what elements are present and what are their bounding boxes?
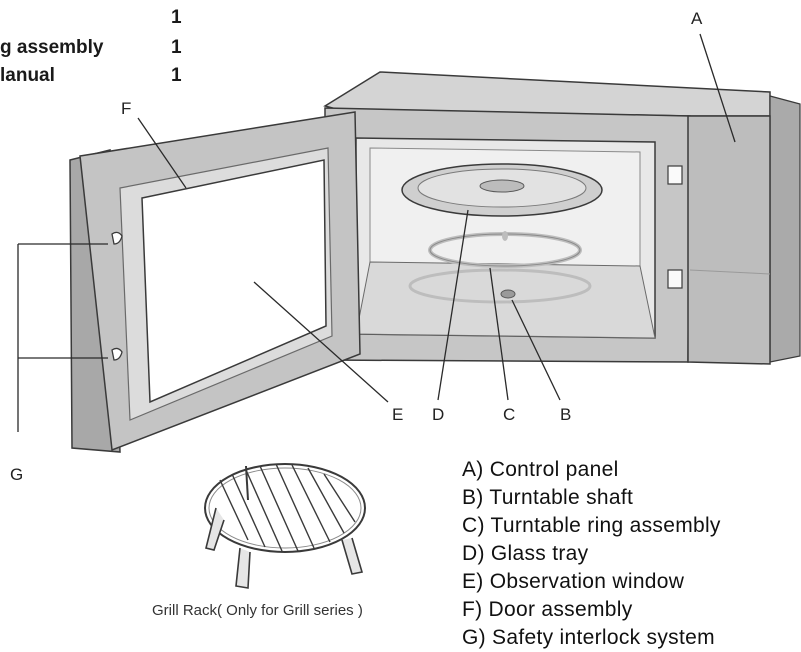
- interlock-hook-upper-icon: [111, 231, 123, 245]
- interlock-slot-upper: [667, 165, 683, 185]
- legend-item-e: E) Observation window: [462, 570, 685, 593]
- callout-d: D: [432, 405, 445, 424]
- leader-c: [489, 267, 509, 401]
- leader-d: [437, 209, 469, 401]
- legend-item-a: A) Control panel: [462, 458, 619, 481]
- grill-rack-caption: Grill Rack( Only for Grill series ): [152, 602, 363, 619]
- callout-a: A: [691, 9, 703, 28]
- callout-f: F: [121, 99, 132, 118]
- legend-item-b: B) Turntable shaft: [462, 486, 634, 509]
- grill-rack: [204, 463, 366, 589]
- parts-list-item-2-name: g assembly: [0, 37, 104, 58]
- parts-list-item-3-name: lanual: [0, 65, 55, 86]
- leader-lines: [17, 33, 736, 432]
- observation-window: [141, 159, 327, 404]
- legend-item-f: F) Door assembly: [462, 598, 633, 621]
- interlock-slot-lower: [667, 269, 683, 289]
- parts-list-item-2-qty: 1: [171, 37, 182, 58]
- callout-b: B: [560, 405, 572, 424]
- control-panel: [687, 115, 771, 365]
- leader-e: [253, 281, 389, 403]
- interlock-hook-lower-icon: [111, 347, 123, 361]
- parts-legend: A) Control panel B) Turntable shaft C) T…: [462, 456, 721, 652]
- glass-tray: [401, 163, 603, 217]
- callout-g: G: [10, 465, 24, 484]
- legend-item-d: D) Glass tray: [462, 542, 589, 565]
- legend-item-g: G) Safety interlock system: [462, 626, 715, 649]
- roller-track: [408, 268, 592, 304]
- leader-f: [137, 117, 187, 189]
- leader-b: [511, 299, 561, 401]
- callout-c: C: [503, 405, 516, 424]
- leader-a: [699, 33, 736, 143]
- parts-list-item-3-qty: 1: [171, 65, 182, 86]
- safety-interlock-hooks: [111, 231, 123, 361]
- parts-list-item-1-qty: 1: [171, 7, 182, 28]
- turntable-ring: [428, 231, 582, 268]
- turntable-shaft: [500, 289, 516, 299]
- legend-item-c: C) Turntable ring assembly: [462, 514, 721, 537]
- callout-e: E: [392, 405, 404, 424]
